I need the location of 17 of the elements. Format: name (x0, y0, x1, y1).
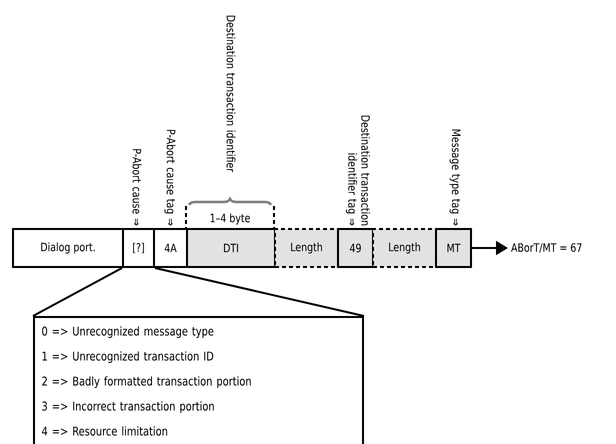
field-label: Destination transaction identifier tag ⇒ (346, 116, 370, 226)
result-text: ABorT/MT = 67 (511, 243, 582, 253)
size-label: 1–4 byte (210, 213, 250, 225)
packet-field: 49 (337, 228, 374, 268)
field-label: Destination transaction identifier (226, 16, 236, 172)
field-label: P-Abort cause ⇒ (132, 149, 142, 226)
packet-field: MT (435, 228, 472, 268)
dashed-field: Length (372, 228, 437, 268)
dashed-field: Length (274, 228, 339, 268)
callout-line (154, 267, 364, 317)
cause-list-box: 0 => Unrecognized message type 1 => Unrecognized transaction ID 2 => Badly formatted transaction portion 3 => Incorrect transaction portion 4 => Resource limitation (33, 316, 364, 444)
field-label: Message type tag ⇒ (450, 130, 460, 226)
callout-line (32, 267, 122, 317)
packet-field: [?] (122, 228, 155, 268)
packet-field: DTI (186, 228, 276, 268)
packet-field: 4A (153, 228, 188, 268)
field-label: P-Abort cause tag ⇒ (164, 130, 176, 226)
